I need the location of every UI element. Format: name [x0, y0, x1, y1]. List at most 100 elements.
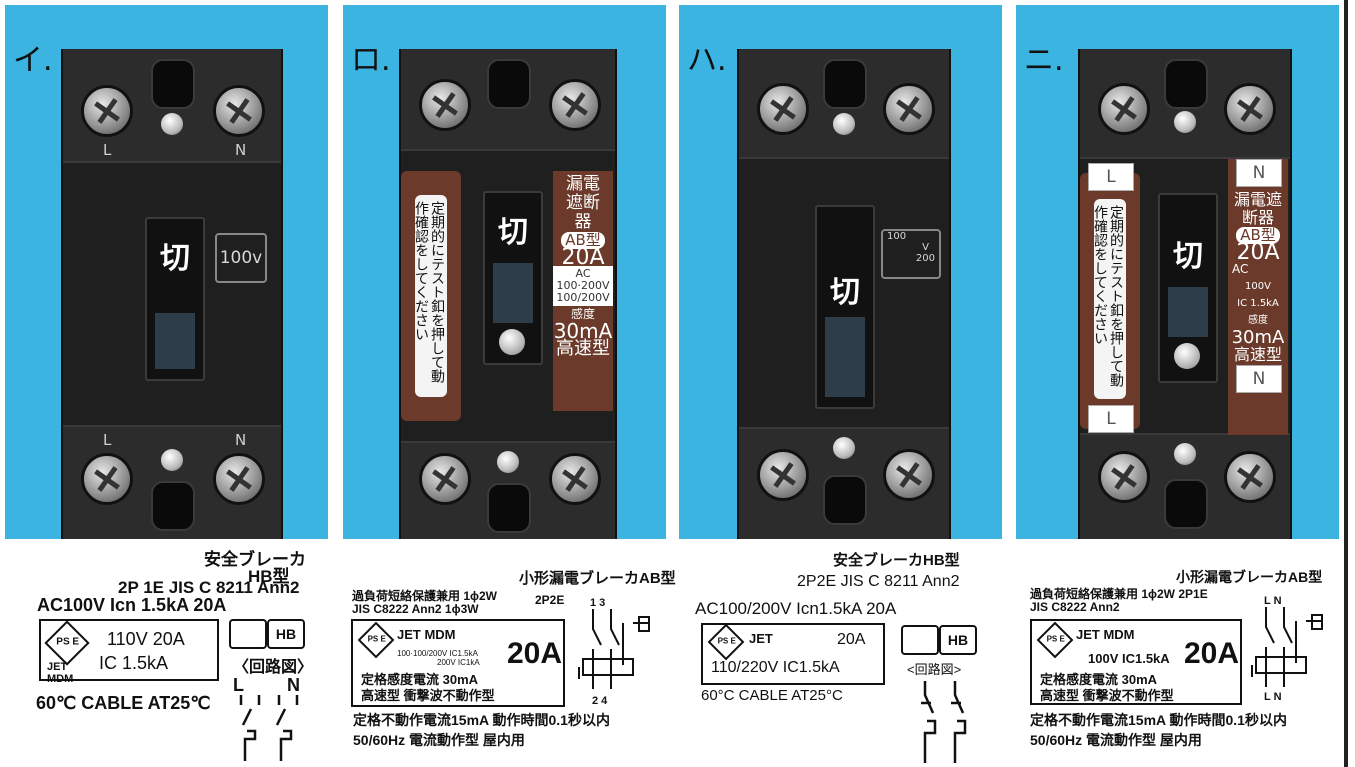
spec: 2P2E JIS C 8211 Ann2 — [797, 573, 960, 590]
product-name: 安全ブレーカHB型 — [833, 552, 960, 569]
breaker-handle[interactable]: 切 — [815, 205, 875, 409]
strip-title: 漏電遮断器 — [566, 174, 600, 232]
screw-icon — [419, 79, 471, 131]
strip-ac: AC — [1232, 262, 1249, 276]
breaker-photo-ha: ハ. 切 100 V 200 — [679, 5, 1002, 539]
safety-logo-icon — [229, 619, 267, 649]
stud-icon — [161, 449, 183, 471]
safety-logo-icon — [901, 625, 939, 655]
stud-icon — [833, 113, 855, 135]
breaker-body: 定期的にテスト釦を押して動作確認をしてください 切 漏電遮断器 AB型 20A … — [399, 49, 617, 539]
terminal-label: N — [235, 141, 247, 159]
circuit-title: 〈回路図〉 — [233, 659, 314, 676]
rating-box: PS E JET MDM 100V IC1.5kA 20A 定格感度電流 30m… — [1030, 619, 1242, 705]
breaker-handle[interactable]: 切 — [145, 217, 205, 381]
test-button[interactable] — [499, 329, 525, 355]
product-type: HB型 — [248, 567, 290, 586]
strip-ac: AC — [575, 267, 591, 280]
rating-box: PS E JET MDM 100·100/200V IC1.5kA 200V I… — [351, 619, 565, 707]
off-label: 切 — [498, 215, 528, 250]
panel-ha: ハ. 切 100 V 200 — [679, 5, 1002, 539]
warning-strip: 定期的にテスト釦を押して動作確認をしてください — [401, 171, 461, 421]
strip-sens-label: 感度 — [1248, 315, 1268, 326]
lever — [825, 317, 865, 397]
lever — [493, 263, 533, 323]
stud-icon — [1174, 443, 1196, 465]
breaker-handle[interactable]: 切 — [1158, 193, 1218, 383]
stud-icon — [497, 451, 519, 473]
strip-speed: 高速型 — [556, 338, 610, 359]
circuit-diagram-icon — [239, 695, 299, 761]
non-op-current: 定格不動作電流15mA 動作時間0.1秒以内 — [1030, 712, 1287, 728]
strip-volt2: 100/200V — [556, 291, 610, 304]
rating: AC100/200V Icn1.5kA 20A — [695, 599, 897, 618]
circuit-L: L — [233, 675, 244, 695]
spec-line2: JIS C8222 Ann2 1ϕ3W — [352, 602, 479, 616]
spec-strip: N 漏電遮断器 AB型 20A AC 100V IC 1.5kA 感度 30mA… — [1228, 159, 1288, 441]
rating: AC100V Icn 1.5kA 20A — [37, 595, 227, 615]
panel-letter: イ. — [13, 43, 53, 78]
terminal-hole — [1164, 479, 1208, 529]
screw-icon — [757, 449, 809, 501]
ln-label: N — [1236, 365, 1282, 393]
strip-amp: 20A — [1236, 240, 1280, 265]
circuit-bottom: 2 4 — [592, 695, 608, 707]
screw-icon — [213, 85, 265, 137]
terminal-hole — [151, 59, 195, 109]
terminal-hole — [823, 59, 867, 109]
amp-rating: 20A — [1184, 637, 1240, 670]
pse-mark-icon: PS E — [1036, 621, 1074, 659]
nameplate-ha: 安全ブレーカHB型 2P2E JIS C 8211 Ann2 AC100/200… — [679, 545, 1002, 767]
rating-box: PS E JET MDM 110V 20A IC 1.5kA — [39, 619, 219, 685]
sensitivity: 定格感度電流 30mA — [1040, 672, 1158, 687]
circuit-top: L N — [1264, 595, 1282, 607]
box-ic: 110/220V IC1.5kA — [711, 659, 840, 676]
screw-icon — [883, 449, 935, 501]
strip-sens-label: 感度 — [570, 307, 595, 321]
page-edge — [1344, 0, 1348, 767]
warning-strip: L 定期的にテスト釦を押して動作確認をしてください L — [1080, 163, 1140, 433]
panel-i: イ. L N 切 100v L N — [5, 5, 328, 539]
terminal-hole — [823, 475, 867, 525]
product-name: 小形漏電ブレーカAB型 — [1176, 569, 1323, 585]
mdm-mark: MDM — [47, 673, 74, 685]
breaker-handle[interactable]: 切 — [483, 191, 543, 365]
ln-label: N — [1236, 159, 1282, 187]
breaker-photo-ni: ニ. L 定期的にテスト釦を押して動作確認をしてください L 切 — [1016, 5, 1339, 539]
breaker-photo-ro: ロ. 定期的にテスト釦を押して動作確認をしてください 切 漏電遮断器 AB型 — [343, 5, 666, 539]
spec-line2: JIS C8222 Ann2 — [1030, 600, 1120, 614]
jet-mdm: JET MDM — [1076, 627, 1135, 642]
jet-mdm: JET MDM — [397, 627, 456, 642]
screw-icon — [1224, 451, 1276, 503]
terminal-hole — [487, 483, 531, 533]
product-name: 小形漏電ブレーカAB型 — [519, 570, 676, 587]
nameplate-ro: 小形漏電ブレーカAB型 過負荷短絡保護兼用 1ϕ2W JIS C8222 Ann… — [343, 545, 676, 767]
product-name: 安全ブレーカ — [204, 550, 306, 569]
frequency: 50/60Hz 電流動作型 屋内用 — [1030, 732, 1202, 748]
nameplate-ni: 小形漏電ブレーカAB型 過負荷短絡保護兼用 1ϕ2W 2P1E JIS C822… — [1016, 545, 1339, 767]
off-label: 切 — [1173, 239, 1203, 274]
pse-mark-icon: PS E — [357, 621, 395, 659]
jet-mark: JET — [47, 661, 68, 673]
small-rating2: 200V IC1kA — [437, 658, 480, 667]
spec: 2P 1E JIS C 8211 Ann2 — [118, 578, 300, 597]
test-button[interactable] — [1174, 343, 1200, 369]
pole: 2P2E — [535, 593, 565, 607]
screw-icon — [1098, 451, 1150, 503]
panel-letter: ニ. — [1024, 43, 1064, 78]
circuit-title: <回路図> — [907, 662, 962, 677]
lever — [155, 313, 195, 369]
strip-sens: 30mA — [1231, 327, 1285, 348]
terminal-hole — [1164, 59, 1208, 109]
strip-amp: 20A — [561, 245, 605, 270]
stud-icon — [1174, 111, 1196, 133]
screw-icon — [419, 453, 471, 505]
breaker-body: L N 切 100v L N — [61, 49, 283, 539]
off-label: 切 — [830, 275, 860, 310]
nameplate-i: 安全ブレーカ HB型 2P 1E JIS C 8211 Ann2 AC100V … — [5, 545, 328, 767]
strip-type: AB型 — [1236, 227, 1280, 244]
panel-ni: ニ. L 定期的にテスト釦を押して動作確認をしてください L 切 — [1016, 5, 1339, 539]
spec-line1: 過負荷短絡保護兼用 1ϕ2W — [352, 589, 498, 603]
screw-icon — [1098, 83, 1150, 135]
cable-spec: 60℃ CABLE AT25℃ — [36, 693, 211, 713]
